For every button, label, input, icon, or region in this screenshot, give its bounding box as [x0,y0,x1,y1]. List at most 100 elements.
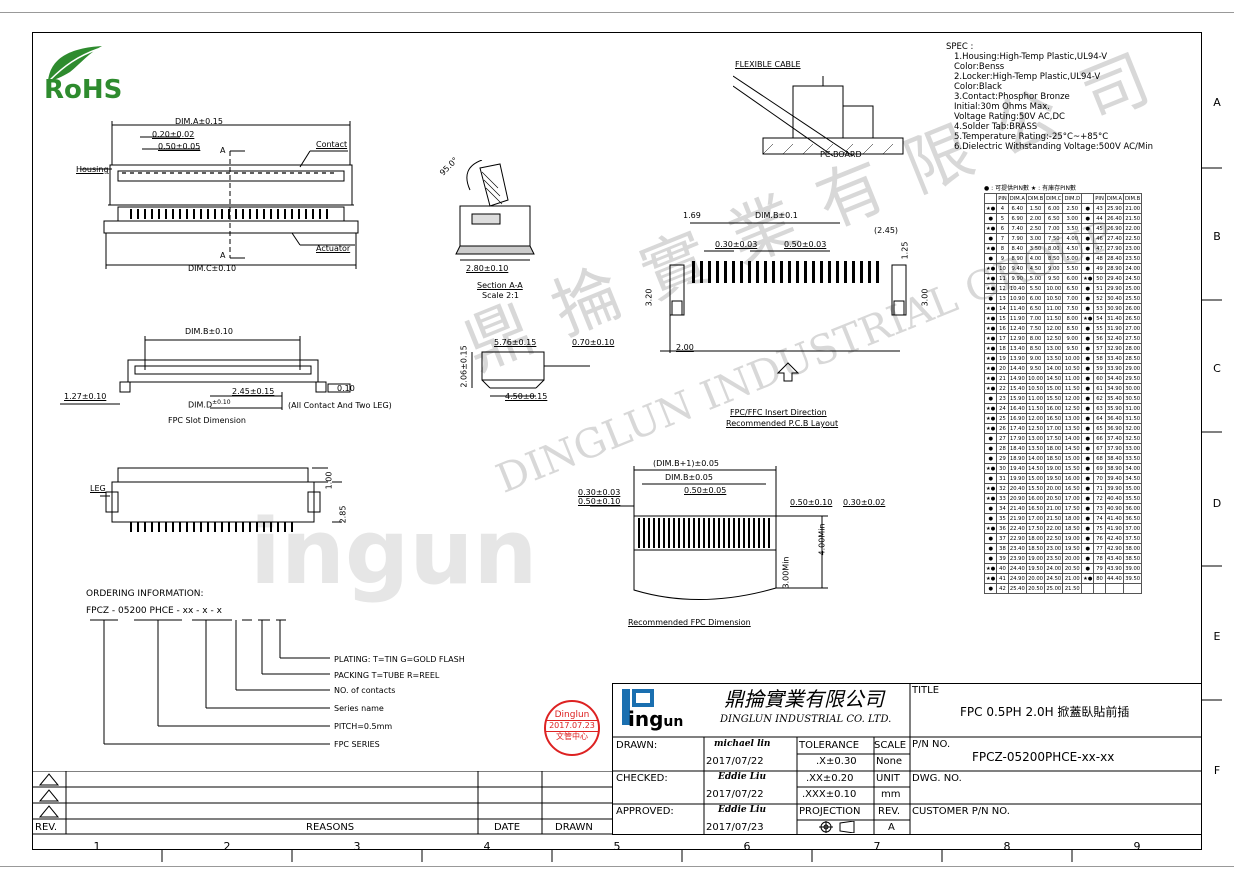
pin-cell: 69 [1093,463,1106,474]
row-label-a: A [1213,96,1221,109]
pin-cell: ● [1081,283,1095,294]
projection-icon [819,821,855,833]
pin-table-caption: ● : 可提供PIN數 ★ : 有庫存PIN數 [984,185,1076,192]
pin-cell: 48 [1093,253,1106,264]
pin-cell: ★● [983,383,998,394]
pin-cell: 60 [1093,373,1106,384]
pin-cell: 31 [996,473,1009,484]
pin-cell: 18.50 [1062,523,1083,534]
pin-cell: 8.00 [1044,243,1064,254]
pin-cell: 16.50 [1044,413,1064,424]
ordering-leaders [90,619,330,745]
pin-cell: 49 [1093,263,1106,274]
pin-cell: 8.00 [1062,313,1083,324]
pin-cell: 62 [1093,393,1106,404]
pin-cell: ● [983,443,998,454]
pin-cell: 52 [1093,293,1106,304]
pin-cell: ● [1081,203,1095,214]
pin-cell: ● [983,293,998,304]
pin-cell: 41.90 [1104,523,1125,534]
pin-cell: 21.40 [1007,503,1027,514]
slot-245-label: 2.45±0.15 [232,387,275,396]
approved-date: 2017/07/23 [706,822,764,833]
pin-cell: 9.50 [1062,343,1083,354]
pin-cell: ● [1081,443,1095,454]
pin-cell: 65 [1093,423,1106,434]
rohs-text: RoHS [44,75,123,105]
tolerance-xxx: .XXX±0.10 [802,789,857,800]
pin-cell: 44 [1093,213,1106,224]
pin-cell: 18.00 [1062,513,1083,524]
slot-127-label: 1.27±0.10 [64,392,107,401]
revision-grid [32,771,612,835]
approved-name: Eddie Liu [718,805,767,815]
pin-cell: 38.90 [1104,463,1125,474]
drawn-label: DRAWN: [616,740,658,751]
pin-cell: 36 [996,523,1009,534]
pcb-125-label: 1.25 [900,241,910,260]
pin-cell: 12.00 [1062,393,1083,404]
pin-cell: ★● [983,483,998,494]
pin-cell: ● [1081,533,1095,544]
leaf-icon [48,46,102,82]
pin-cell: 35.90 [1104,403,1125,414]
projection-label: PROJECTION [799,806,861,817]
pin-cell: 7.40 [1007,223,1027,234]
unit-label: UNIT [876,773,900,784]
pin-cell: ● [1081,473,1095,484]
pin-cell: ★● [983,523,998,534]
pin-cell: 18.50 [1044,453,1064,464]
pin-cell: 19.90 [1007,473,1027,484]
col-label-4: 4 [483,840,491,853]
pin-cell: 7.50 [1044,233,1064,244]
pin-cell: 40.40 [1104,493,1125,504]
pin-cell: 9.00 [1044,263,1064,274]
pin-cell: 32.40 [1104,333,1125,344]
pin-cell: 13 [996,293,1009,304]
pin-cell: 80 [1093,573,1106,584]
pin-cell: 19.50 [1062,543,1083,554]
pin-cell: 6.50 [1044,213,1064,224]
pin-cell: 58 [1093,353,1106,364]
pcb-300-label: 3.00 [920,288,930,307]
pin-cell: 16.00 [1062,473,1083,484]
pin-cell: 38 [996,543,1009,554]
pin-cell: 71 [1093,483,1106,494]
pin-cell: 21.00 [1044,503,1064,514]
ordering-series: Series name [334,704,384,713]
pin-cell: 12.90 [1007,333,1027,344]
pin-cell: 37.00 [1123,523,1143,534]
pin-cell: ★● [983,423,998,434]
tolerance-x: .X±0.30 [816,756,857,767]
pin-cell: ● [1081,413,1095,424]
pin-cell: 10.50 [1025,383,1046,394]
spec-title: SPEC : [946,42,974,52]
pin-cell: 31.40 [1104,313,1125,324]
pin-cell: 50 [1093,273,1106,284]
pin-cell: ● [1081,333,1095,344]
pin-cell: 5 [996,213,1009,224]
pin-cell: 28.50 [1123,353,1143,364]
pin-cell: 36.50 [1123,513,1143,524]
pin-header-pin-right: PIN [1093,193,1106,204]
pin-cell: ● [983,233,998,244]
unit-value: mm [881,789,901,800]
spec-line-2: Color:Benss [954,62,1005,72]
pin-cell: 27.40 [1104,233,1125,244]
pin-cell: 25 [996,413,1009,424]
pin-cell: 22 [996,383,1009,394]
pin-cell: 15.00 [1062,453,1083,464]
pin-cell: 6.90 [1007,213,1027,224]
pin-cell: ● [1081,263,1095,274]
pin-cell: 17.00 [1044,423,1064,434]
ordering-packing: PACKING T=TUBE R=REEL [334,671,440,680]
pin-cell: 29 [996,453,1009,464]
